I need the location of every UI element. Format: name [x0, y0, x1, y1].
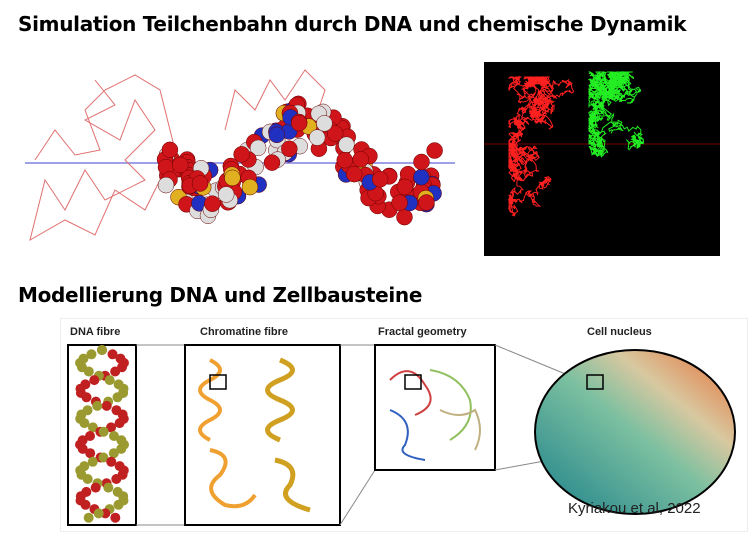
atom — [391, 194, 408, 211]
nucleotide — [106, 422, 117, 433]
nucleotide — [85, 431, 96, 441]
nucleotide — [113, 499, 124, 510]
label-chromatine-fibre: Chromatine fibre — [200, 326, 289, 338]
atom — [217, 186, 235, 203]
nucleotide — [114, 418, 125, 429]
atom — [290, 114, 308, 132]
atom — [204, 195, 221, 212]
nucleotide — [86, 349, 97, 360]
nucleotide — [87, 422, 98, 433]
heading-modelling: Modellierung DNA und Zellbausteine — [18, 283, 423, 307]
atom — [326, 125, 344, 142]
dna-model-figure — [60, 318, 748, 532]
nucleotide — [80, 499, 91, 510]
atom — [418, 194, 435, 211]
atom — [413, 168, 430, 186]
dna-particle-track-image — [25, 69, 455, 242]
nucleotide — [98, 426, 109, 437]
atom — [316, 115, 333, 132]
atom — [352, 151, 369, 168]
atom — [308, 129, 326, 146]
atom — [157, 176, 175, 194]
nucleotide — [97, 345, 107, 355]
atom — [161, 141, 179, 159]
nucleotide — [85, 448, 96, 459]
nucleotide — [89, 375, 100, 386]
atom — [396, 208, 413, 226]
atom — [191, 175, 209, 192]
atom — [336, 151, 354, 169]
atom — [224, 169, 241, 187]
nucleotide — [82, 474, 93, 484]
atom — [172, 156, 189, 174]
nucleotide — [83, 512, 94, 523]
atom — [281, 140, 298, 158]
heading-simulation: Simulation Teilchenbahn durch DNA und ch… — [18, 12, 687, 36]
random-walk-track — [507, 75, 575, 217]
label-fractal-geometry: Fractal geometry — [378, 326, 467, 338]
nucleotide — [77, 443, 88, 454]
atom — [249, 139, 267, 157]
random-walk-track — [587, 70, 645, 158]
nucleotide — [112, 392, 123, 403]
nucleotide — [110, 366, 121, 377]
nucleotide — [101, 400, 112, 411]
atom — [338, 136, 355, 153]
nucleotide — [110, 512, 121, 523]
nucleotide — [79, 418, 90, 429]
nucleotide — [103, 482, 114, 493]
atom — [268, 126, 286, 144]
nucleotide — [111, 474, 122, 484]
nucleotide — [107, 349, 118, 360]
nucleotide — [92, 400, 103, 411]
nucleotide — [106, 456, 117, 467]
atom — [426, 142, 443, 159]
nucleotide — [108, 431, 119, 441]
nucleotide — [81, 392, 92, 403]
chemical-dynamics-image — [484, 62, 720, 256]
atom — [371, 171, 389, 188]
atom — [396, 178, 414, 196]
atom — [241, 178, 259, 196]
nucleotide — [83, 366, 94, 377]
scale-illustration — [67, 344, 736, 526]
nucleotide — [104, 375, 115, 386]
atom — [413, 153, 430, 171]
atom — [233, 146, 250, 163]
atom — [345, 165, 363, 183]
nucleotide — [116, 443, 127, 454]
citation: Kyriakou et al, 2022 — [568, 500, 701, 517]
atom — [263, 154, 281, 171]
nucleotide — [93, 508, 104, 519]
nucleotide — [87, 456, 98, 467]
label-cell-nucleus: Cell nucleus — [587, 326, 652, 338]
nucleotide — [108, 448, 119, 459]
label-dna-fibre: DNA fibre — [70, 326, 121, 338]
nucleotide — [98, 452, 109, 463]
nucleotide — [90, 482, 101, 493]
